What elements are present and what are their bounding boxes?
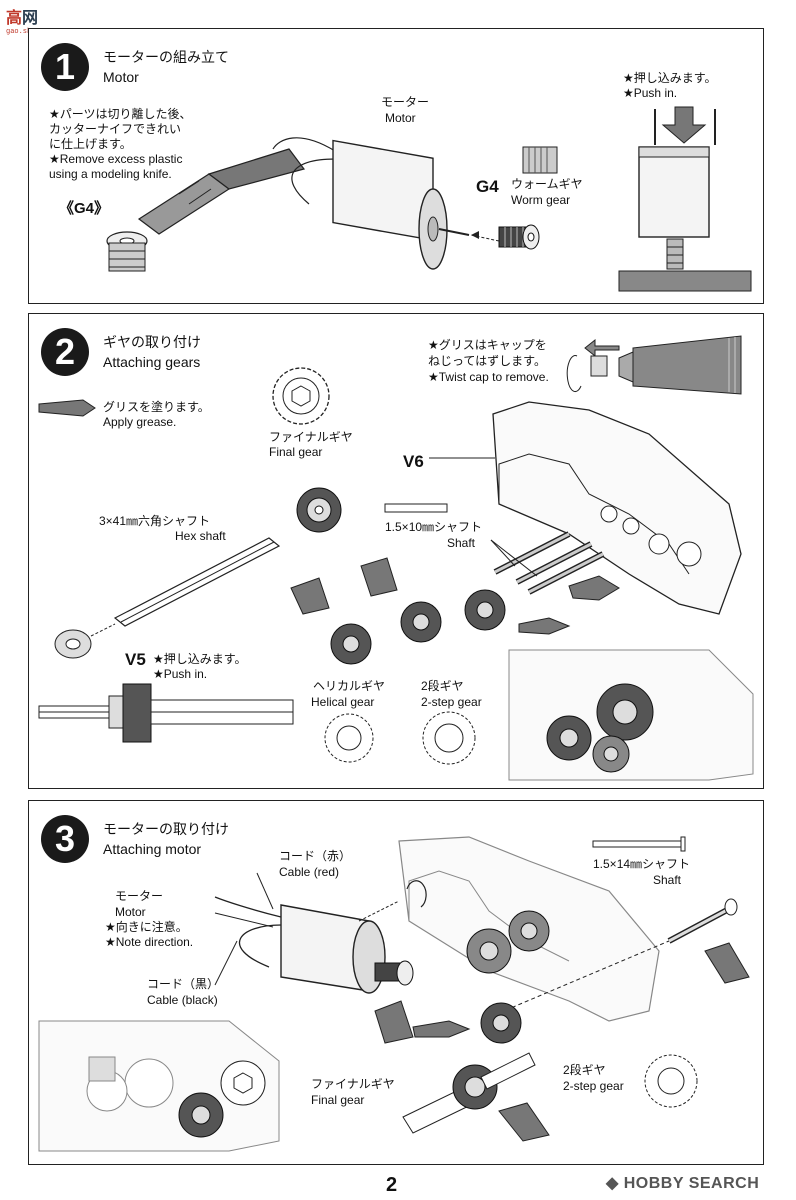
step3-red-ja: コード（赤） — [279, 849, 352, 863]
step3-red-en: Cable (red) — [279, 865, 340, 879]
step1-worm-ja: ウォームギヤ — [511, 177, 583, 191]
step2-title-en: Attaching gears — [103, 354, 201, 370]
step3-dir-en: ★Note direction. — [105, 935, 194, 949]
step1-note-en1: ★Remove excess plastic — [49, 152, 183, 166]
step2-gearbox-illustration — [38, 401, 754, 781]
step1-g4-bracket: 《G4》 — [59, 200, 110, 217]
step3-title-en: Attaching motor — [103, 841, 202, 857]
step2-v5: V5 — [125, 650, 146, 669]
step1-note-ja1: ★パーツは切り離した後、 — [49, 107, 192, 121]
step1-knife-illustration — [106, 148, 306, 272]
step2-push-en: ★Push in. — [153, 667, 208, 681]
step1-note-ja3: に仕上げます。 — [49, 137, 132, 151]
step2-shaft-ja: 1.5×10㎜シャフト — [385, 520, 483, 534]
step1-push-en: ★Push in. — [623, 86, 678, 100]
step2-hex-en: Hex shaft — [175, 529, 226, 543]
step3-panel: 3 モーターの取り付け Attaching motor コード（赤） Cable… — [28, 800, 764, 1165]
step2-grease-tube — [566, 335, 742, 395]
step2-v6: V6 — [403, 452, 424, 471]
step1-panel: 1 モーターの組み立て Motor ★パーツは切り離した後、 カッターナイフでき… — [28, 28, 764, 304]
step2-grease-icon — [38, 399, 96, 417]
step3-black-en: Cable (black) — [147, 993, 218, 1007]
step3-motor-en: Motor — [115, 905, 146, 919]
step3-number: 3 — [41, 815, 89, 863]
step2-push-ja: ★押し込みます。 — [153, 652, 247, 666]
step3-twostep-ja: 2段ギヤ — [563, 1063, 606, 1077]
hobbysearch-logo-icon: ◆ — [606, 1175, 624, 1192]
page-number: 2 — [386, 1174, 398, 1196]
step3-shaft-ja: 1.5×14㎜シャフト — [593, 857, 691, 871]
step2-shaft-en: Shaft — [447, 536, 476, 550]
step2-twostep-en: 2-step gear — [421, 695, 482, 709]
step1-note-ja2: カッターナイフできれい — [49, 122, 182, 136]
step1-worm-en: Worm gear — [511, 193, 571, 207]
step3-final-ja: ファイナルギヤ — [311, 1077, 395, 1091]
step3-final-en: Final gear — [311, 1093, 365, 1107]
step1-note-en2: using a modeling knife. — [49, 167, 172, 181]
step1-motor-illustration — [272, 137, 558, 270]
step3-shaft-en: Shaft — [653, 873, 682, 887]
step3-twostep-en: 2-step gear — [563, 1079, 624, 1093]
watermark-hobbysearch: ◆ HOBBY SEARCH — [606, 1175, 760, 1192]
step2-number: 2 — [41, 328, 89, 376]
step1-motor-en: Motor — [385, 111, 416, 125]
step1-number: 1 — [41, 43, 89, 91]
step2-helical-ja: ヘリカルギヤ — [313, 679, 386, 693]
step1-push-ja: ★押し込みます。 — [623, 71, 717, 85]
step1-title-en: Motor — [103, 69, 139, 85]
step2-twostep-ja: 2段ギヤ — [421, 679, 464, 693]
step1-g4-code: G4 — [476, 177, 499, 196]
step1-title-ja: モーターの組み立て — [103, 50, 229, 66]
step2-title-ja: ギヤの取り付け — [103, 335, 201, 351]
step2-grease-ja: グリスを塗ります。 — [103, 400, 210, 414]
step2-final-gear-icon — [272, 367, 330, 425]
step2-helical-en: Helical gear — [311, 695, 375, 709]
step1-press-illustration — [618, 106, 752, 292]
step3-black-ja: コード（黒） — [147, 977, 220, 991]
step2-final-ja: ファイナルギヤ — [269, 430, 353, 444]
step2-final-en: Final gear — [269, 445, 323, 459]
step3-motor-ja: モーター — [115, 889, 164, 903]
step2-cap-ja2: ねじってはずします。 — [428, 354, 546, 368]
step2-cap-en: ★Twist cap to remove. — [428, 370, 549, 384]
step2-cap-ja1: ★グリスはキャップを — [428, 338, 547, 352]
step3-title-ja: モーターの取り付け — [103, 822, 229, 838]
step2-grease-en: Apply grease. — [103, 415, 177, 429]
step3-motor-illustration — [38, 836, 750, 1152]
step1-motor-ja: モーター — [381, 95, 430, 109]
step2-panel: 2 ギヤの取り付け Attaching gears グリスを塗ります。 Appl… — [28, 313, 764, 789]
step2-hex-ja: 3×41㎜六角シャフト — [99, 514, 211, 528]
step3-dir-ja: ★向きに注意。 — [105, 920, 188, 934]
